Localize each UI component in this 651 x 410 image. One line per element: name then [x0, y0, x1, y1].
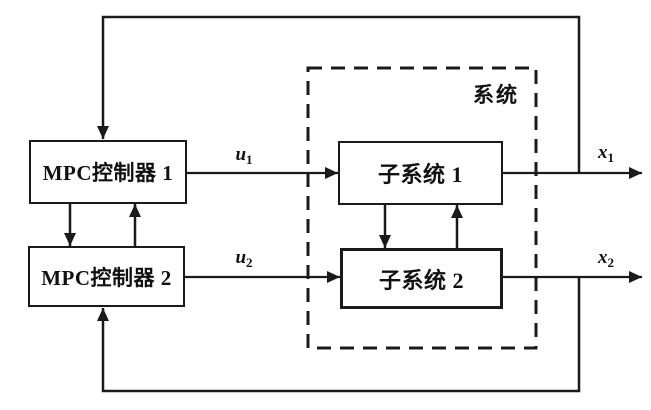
- mpc-controller-2-label: MPC控制器 2: [41, 265, 172, 290]
- subsystem-1-box: 子系统 1: [338, 141, 503, 205]
- mpc-controller-1-label: MPC控制器 1: [42, 161, 174, 185]
- system-group-label: 系统: [473, 83, 519, 107]
- signal-u2-subscript: 2: [246, 255, 253, 270]
- signal-x2-base: x: [598, 247, 608, 268]
- signal-u1-subscript: 1: [246, 152, 253, 167]
- x1-feedback-line: [97, 15, 581, 174]
- signal-u2-base: u: [235, 247, 247, 268]
- subsystem-1-label: 子系统 1: [377, 162, 463, 187]
- x2-feedback-line: [97, 277, 581, 393]
- signal-x2-subscript: 2: [607, 255, 615, 270]
- signal-x1-subscript: 1: [607, 150, 615, 165]
- subsystem-2-box: 子系统 2: [340, 248, 503, 309]
- mpc-controller-1-box: MPC控制器 1: [29, 140, 187, 204]
- signal-label-x1: x1: [584, 141, 628, 170]
- signal-x1-base: x: [598, 142, 608, 163]
- subsystem-2-label: 子系统 2: [378, 267, 464, 293]
- signal-label-u1: u1: [222, 143, 266, 172]
- signal-label-x2: x2: [584, 246, 628, 275]
- signal-label-u2: u2: [222, 246, 266, 275]
- system-dashed-boundary: [306, 66, 538, 350]
- mpc-controller-2-box: MPC控制器 2: [28, 246, 185, 307]
- signal-u1-base: u: [235, 144, 247, 165]
